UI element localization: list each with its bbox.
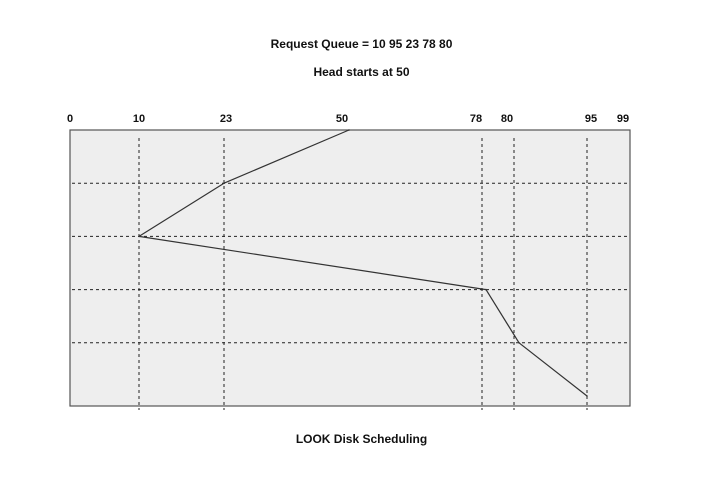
- plot-area: [69, 129, 631, 407]
- head-position-point: [348, 129, 350, 131]
- chart-title: Request Queue = 10 95 23 78 80: [270, 37, 453, 51]
- head-movement-segment: [138, 235, 487, 291]
- head-movement-segment: [138, 182, 225, 237]
- head-position-point: [518, 342, 520, 344]
- head-position-point: [223, 182, 225, 184]
- head-movement-segment: [518, 342, 588, 397]
- tick-label: 50: [336, 113, 348, 125]
- head-position-point: [485, 288, 487, 291]
- tick-label: 10: [133, 113, 145, 125]
- head-movement-segment: [485, 289, 520, 344]
- chart-caption: LOOK Disk Scheduling: [295, 432, 428, 446]
- chart-subtitle: Head starts at 50: [313, 65, 410, 79]
- tick-label: 95: [585, 113, 597, 125]
- tick-label: 78: [470, 113, 482, 125]
- head-position-point: [138, 235, 140, 238]
- tick-label: 80: [501, 113, 513, 125]
- tick-label: 0: [67, 113, 73, 125]
- head-position-point: [586, 395, 588, 397]
- tick-label: 23: [220, 113, 232, 125]
- head-movement-segment: [223, 129, 350, 184]
- tick-label: 99: [617, 113, 629, 125]
